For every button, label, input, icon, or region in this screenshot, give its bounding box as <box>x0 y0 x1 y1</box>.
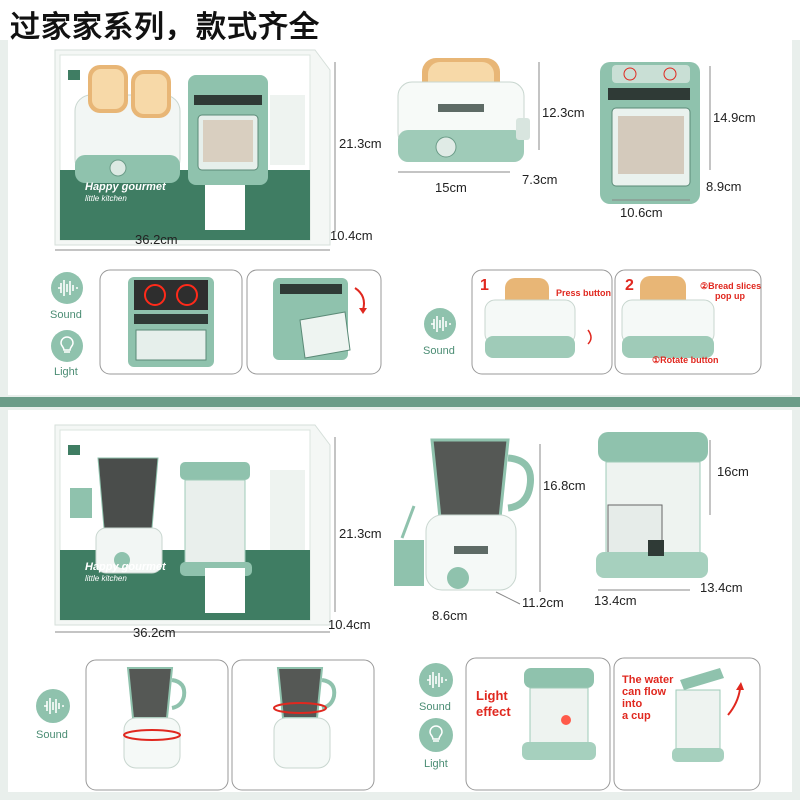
toaster-step-1: 1 Press button <box>471 269 613 375</box>
toaster-depth-label: 7.3cm <box>522 172 557 187</box>
box2-height-label: 21.3cm <box>339 526 382 541</box>
coffee-height-label: 16cm <box>717 464 749 479</box>
sound-label-coffee: Sound <box>419 701 451 713</box>
blender-depth-label: 11.2cm <box>522 595 564 610</box>
blender-height-label: 16.8cm <box>543 478 586 493</box>
box2-depth-label: 10.4cm <box>328 617 371 632</box>
step-1-label: Press button <box>556 288 611 298</box>
toaster-width-label: 15cm <box>435 180 467 195</box>
box1-sub: little kitchen <box>85 194 127 203</box>
blender-product <box>394 438 535 591</box>
header-bar: 过家家系列，款式齐全 <box>0 0 800 45</box>
light-label-coffee: Light <box>424 758 448 770</box>
step-2-rotate-label: ①Rotate button <box>652 355 719 365</box>
package-box-1: Happy gourmet little kitchen <box>54 49 331 246</box>
arrow-icon <box>354 287 365 311</box>
sound-label-2: Sound <box>36 729 68 741</box>
sound-wave-icon <box>431 316 451 332</box>
step-2-label-line1: ②Bread slices <box>700 281 761 291</box>
arrow-icon <box>727 688 741 716</box>
step-2-number: 2 <box>625 277 634 294</box>
oven-height-label: 14.9cm <box>713 110 756 125</box>
sound-label-toaster: Sound <box>423 345 455 357</box>
box2-width-label: 36.2cm <box>133 625 176 640</box>
light-feature-coffee: Light <box>419 718 453 770</box>
box1-width-label: 36.2cm <box>135 232 178 247</box>
box1-brand: Happy gourmet <box>85 181 167 193</box>
box2-sub: little kitchen <box>85 574 127 583</box>
water-caption-4: a cup <box>622 710 651 722</box>
box1-height-label: 21.3cm <box>339 136 382 151</box>
sound-feature-1: Sound <box>50 272 83 321</box>
step-2-label-line2: pop up <box>715 291 745 301</box>
blender-cup-width-label: 8.6cm <box>432 608 467 623</box>
section-divider <box>0 397 800 407</box>
light-effect-line2: effect <box>476 704 511 719</box>
coffee-depth-label: 13.4cm <box>700 580 743 595</box>
page-title: 过家家系列，款式齐全 <box>10 10 320 45</box>
box2-brand: Happy gourmet <box>85 561 167 573</box>
coffee-detail-water: The water can flow into a cup <box>613 657 761 791</box>
step-1-number: 1 <box>480 277 489 294</box>
lightbulb-icon <box>429 725 443 742</box>
water-caption-1: The water <box>622 674 674 686</box>
sound-feature-toaster: Sound <box>423 308 456 357</box>
sound-feature-2: Sound <box>36 689 70 741</box>
box1-depth-label: 10.4cm <box>330 228 373 243</box>
light-label-1: Light <box>54 366 78 378</box>
light-feature-1: Light <box>51 330 83 378</box>
oven-product <box>600 62 700 204</box>
oven-width-label: 10.6cm <box>620 205 663 220</box>
water-caption-3: into <box>622 698 642 710</box>
coffee-detail-light: Light effect <box>465 657 611 791</box>
toaster-product <box>397 58 530 162</box>
blender-detail-1 <box>85 659 229 791</box>
blender-detail-2 <box>231 659 375 791</box>
toaster-step-2: 2 ②Bread slices pop up ①Rotate button <box>614 269 762 375</box>
package-box-2: Happy gourmet little kitchen <box>54 424 331 626</box>
coffee-maker-product <box>596 432 708 578</box>
oven-detail-door <box>246 269 382 375</box>
hand-pointer-icon <box>587 329 592 345</box>
oven-detail-stove <box>99 269 243 375</box>
sound-wave-icon <box>58 280 78 296</box>
coffee-width-label: 13.4cm <box>594 593 637 608</box>
lightbulb-icon <box>60 336 74 353</box>
toaster-height-label: 12.3cm <box>542 105 585 120</box>
sound-wave-icon <box>427 672 447 688</box>
sound-feature-coffee: Sound <box>419 663 453 713</box>
water-caption-2: can flow <box>622 686 666 698</box>
oven-depth-label: 8.9cm <box>706 179 741 194</box>
light-effect-line1: Light <box>476 688 508 703</box>
sound-label-1: Sound <box>50 309 82 321</box>
sound-wave-icon <box>44 698 64 714</box>
